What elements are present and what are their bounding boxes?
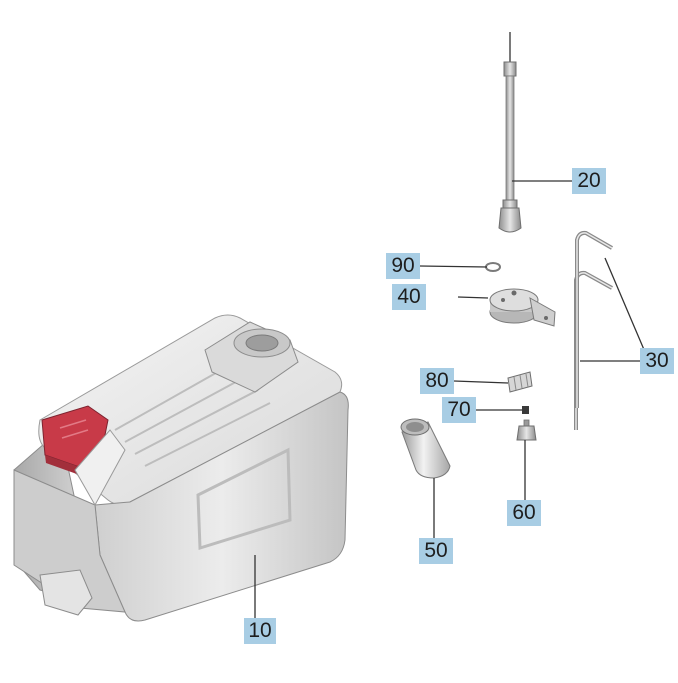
float-switch-part [489, 288, 556, 327]
tank-part [13, 314, 349, 622]
callout-30: 30 [640, 348, 674, 374]
callout-20: 20 [572, 168, 606, 194]
callout-80: 80 [420, 368, 454, 394]
leader-30-a [604, 257, 646, 353]
wire-rods-part [574, 230, 613, 430]
callout-40: 40 [392, 284, 426, 310]
callout-60: 60 [507, 500, 541, 526]
callout-10: 10 [244, 618, 276, 644]
o-ring-part [522, 406, 529, 414]
clip-part [507, 371, 533, 393]
leader-lines [254, 180, 646, 620]
callout-70: 70 [442, 397, 476, 423]
callout-50: 50 [419, 538, 453, 564]
callout-90: 90 [386, 253, 420, 279]
float-rod-part [498, 32, 522, 233]
valve-fitting-part [516, 419, 537, 441]
leader-90 [419, 265, 488, 268]
strainer-sleeve-part [400, 418, 451, 479]
washer-part [485, 262, 501, 272]
leader-80 [453, 380, 509, 384]
leader-40 [457, 296, 489, 299]
